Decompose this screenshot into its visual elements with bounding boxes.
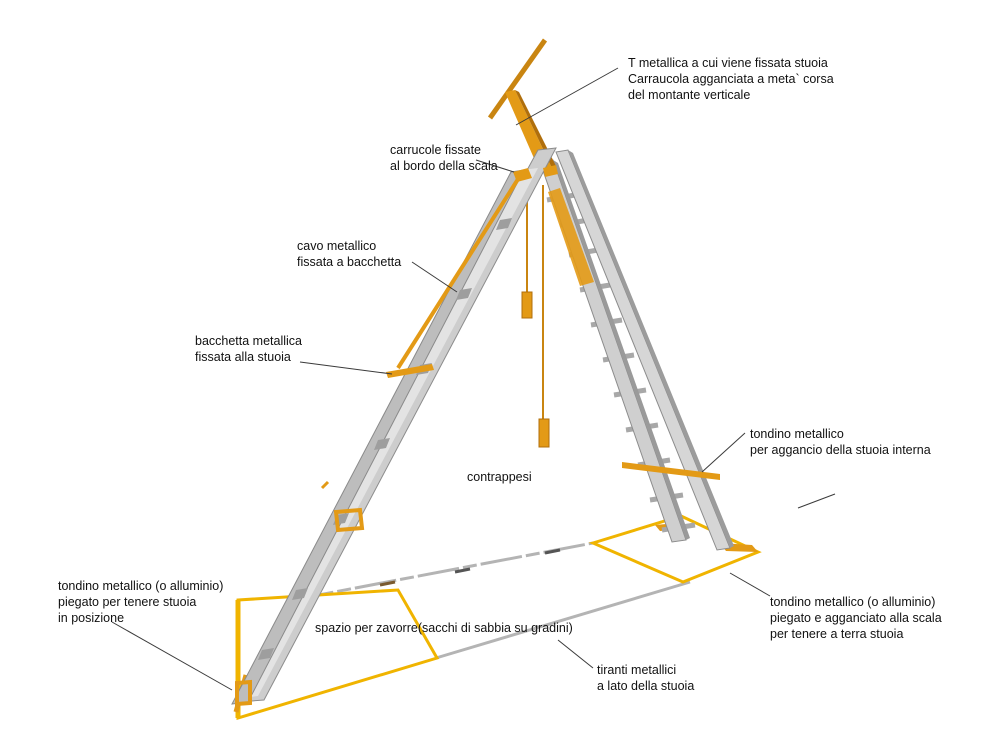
- annotation-inner-rod: tondino metallico per aggancio della stu…: [750, 427, 931, 457]
- annotation-right-bent-rod: tondino metallico (o alluminio) piegato …: [770, 595, 942, 641]
- leader-t-bar: [515, 67, 619, 126]
- annotation-ballast-space: spazio per zavorre(sacchi di sabbia su g…: [315, 621, 573, 635]
- leader-cable: [411, 261, 458, 293]
- right-ladder: [539, 149, 734, 551]
- annotation-counterweights: contrappesi: [467, 470, 532, 484]
- counterweights: [514, 185, 550, 448]
- leader-rod: [299, 361, 393, 375]
- leader-left-bent-rod: [111, 621, 233, 691]
- annotation-t-bar: T metallica a cui viene fissata stuoia C…: [628, 56, 834, 102]
- leader-right-bent-rod: [729, 572, 771, 597]
- leader-lines: [111, 67, 771, 691]
- inner-rod: [622, 462, 720, 480]
- tie-rods: [291, 541, 691, 660]
- left-bent-rods: [235, 480, 365, 707]
- annotation-pulleys: carrucole fissate al bordo della scala: [390, 143, 498, 173]
- left-ladder: [231, 147, 558, 705]
- annotation-cable: cavo metallico fissata a bacchetta: [297, 239, 402, 269]
- annotation-left-bent-rod: tondino metallico (o alluminio) piegato …: [58, 579, 224, 625]
- leader-pulleys: [475, 159, 515, 173]
- leader-inner-rod: [701, 432, 746, 473]
- leader-tie-rods: [557, 639, 594, 669]
- stray-line: [797, 493, 836, 509]
- annotation-tie-rods: tiranti metallici a lato della stuoia: [597, 663, 695, 693]
- rod: [386, 364, 434, 378]
- annotation-rod: bacchetta metallica fissata alla stuoia: [195, 334, 303, 364]
